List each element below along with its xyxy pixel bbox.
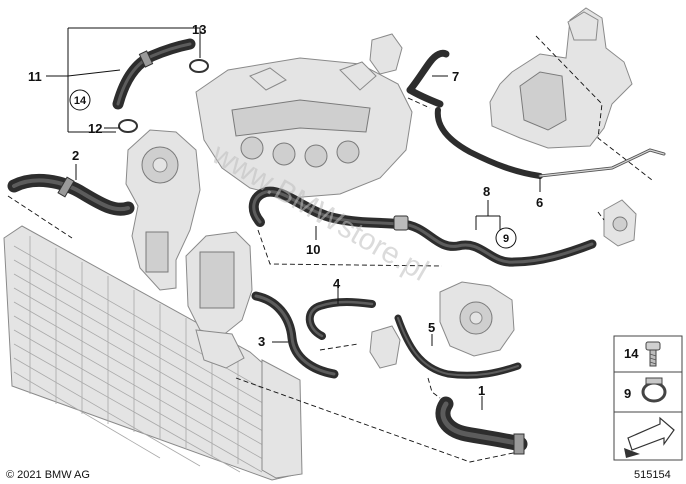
svg-text:9: 9 <box>624 386 631 401</box>
diagram-number: 515154 <box>634 469 671 481</box>
coolant-valve-middle <box>369 325 401 369</box>
hose-10 <box>248 186 403 229</box>
screw-icon <box>645 341 661 367</box>
auxiliary-pump <box>603 199 637 247</box>
o-ring-12 <box>118 119 138 133</box>
callout-9-circle: 9 <box>495 227 517 249</box>
hose-5 <box>394 314 522 379</box>
radiator <box>3 225 303 481</box>
callout-7: 7 <box>452 69 459 84</box>
hose-1 <box>435 396 528 455</box>
svg-text:14: 14 <box>74 95 87 107</box>
expansion-tank <box>489 7 633 149</box>
callout-10: 10 <box>306 242 320 257</box>
arrow-icon <box>624 416 675 458</box>
callout-5: 5 <box>428 320 435 335</box>
coolant-valve-top <box>369 33 403 75</box>
svg-text:9: 9 <box>503 233 509 245</box>
hose-3 <box>251 291 339 379</box>
copyright-text: © 2021 BMW AG <box>6 469 90 481</box>
hose-7 <box>406 49 450 108</box>
thermostat-housing <box>185 231 253 369</box>
hose-11 <box>112 38 196 110</box>
hose-2 <box>7 174 135 216</box>
callout-14-circle: 14 <box>69 89 91 111</box>
hose-6 <box>434 107 666 179</box>
assembly-lines <box>7 35 653 463</box>
legend-item-14: 14 <box>624 341 661 367</box>
callout-6: 6 <box>536 195 543 210</box>
callout-3: 3 <box>258 334 265 349</box>
hose-clamp-icon <box>641 377 667 403</box>
callout-11: 11 <box>28 69 42 84</box>
callout-4: 4 <box>333 276 341 291</box>
water-pump-bracket <box>125 129 201 291</box>
o-ring-13 <box>189 59 209 73</box>
leader-lines <box>46 27 541 410</box>
callout-1: 1 <box>478 383 485 398</box>
callout-2: 2 <box>72 148 79 163</box>
electric-water-pump <box>439 281 515 357</box>
callout-8: 8 <box>483 184 490 199</box>
cylinder-head <box>195 57 413 199</box>
svg-text:14: 14 <box>624 346 639 361</box>
hose-8 <box>393 215 597 267</box>
callout-13: 13 <box>192 22 206 37</box>
hose-4 <box>305 298 376 340</box>
legend-item-9: 9 <box>624 377 667 403</box>
callout-12: 12 <box>88 121 102 136</box>
